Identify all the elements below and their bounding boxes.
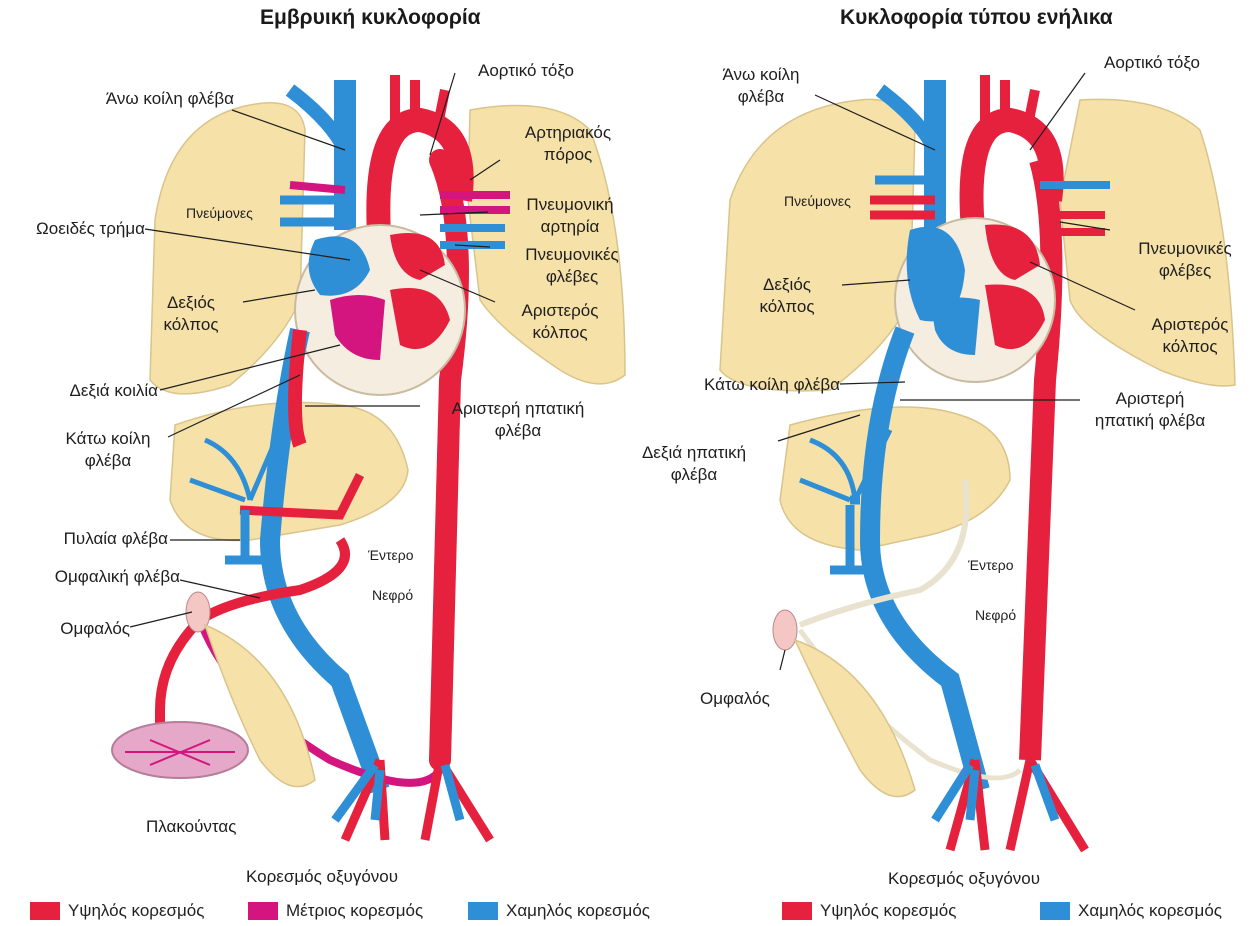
adult-liver	[780, 407, 1010, 550]
legend-label: Μέτριος κορεσμός	[286, 901, 423, 921]
legend-label: Υψηλός κορεσμός	[820, 901, 956, 921]
fetal-label-svc: Άνω κοίλη φλέβα	[94, 88, 234, 110]
fetal-label-arch: Αορτικό τόξο	[478, 60, 574, 82]
fetal-legend-medium: Μέτριος κορεσμός	[248, 900, 423, 922]
adult-title: Κυκλοφορία τύπου ενήλικα	[840, 6, 1113, 30]
adult-legend-low: Χαμηλός κορεσμός	[1040, 900, 1222, 922]
adult-right-lung	[720, 99, 915, 390]
fetal-legend-high: Υψηλός κορεσμός	[30, 900, 204, 922]
fetal-legend-low: Χαμηλός κορεσμός	[468, 900, 650, 922]
legend-label: Χαμηλός κορεσμός	[1078, 901, 1222, 921]
adult-label-lungs: Πνεύμονες	[784, 190, 851, 212]
legend-label: Υψηλός κορεσμός	[68, 901, 204, 921]
fetal-label-portal: Πυλαία φλέβα	[20, 528, 168, 550]
adult-legend-high: Υψηλός κορεσμός	[782, 900, 956, 922]
legend-swatch-medium	[248, 902, 278, 920]
legend-swatch-high	[782, 902, 812, 920]
fetal-label-umbilical-vein: Ομφαλική φλέβα	[20, 566, 180, 588]
fetal-illustration	[112, 73, 625, 840]
legend-label: Χαμηλός κορεσμός	[506, 901, 650, 921]
fetal-label-intestine: Έντερο	[368, 544, 414, 566]
fetal-label-navel: Ομφαλός	[20, 618, 130, 640]
fetal-label-saturation: Κορεσμός οξυγόνου	[246, 866, 398, 888]
fetal-descending-aorta	[440, 160, 458, 760]
fetal-label-foramen: Ωοειδές τρήμα	[20, 218, 145, 240]
fetal-right-lung	[150, 103, 305, 394]
fetal-title: Εμβρυική κυκλοφορία	[260, 6, 481, 30]
fetal-label-placenta: Πλακούντας	[146, 816, 236, 838]
adult-label-kidney: Νεφρό	[975, 604, 1016, 626]
placenta	[112, 722, 248, 778]
fetal-label-right-ventricle: Δεξιά κοιλία	[20, 380, 158, 402]
adult-navel	[773, 610, 797, 650]
adult-label-navel: Ομφαλός	[700, 688, 770, 710]
legend-swatch-low	[1040, 902, 1070, 920]
adult-label-intestine: Έντερο	[968, 554, 1014, 576]
legend-swatch-low	[468, 902, 498, 920]
legend-swatch-high	[30, 902, 60, 920]
fetal-label-lungs: Πνεύμονες	[186, 202, 253, 224]
adult-label-arch: Αορτικό τόξο	[1104, 52, 1200, 74]
fetal-label-kidney: Νεφρό	[372, 584, 413, 606]
adult-label-ivc: Κάτω κοίλη φλέβα	[630, 374, 840, 396]
adult-label-saturation: Κορεσμός οξυγόνου	[888, 868, 1040, 890]
